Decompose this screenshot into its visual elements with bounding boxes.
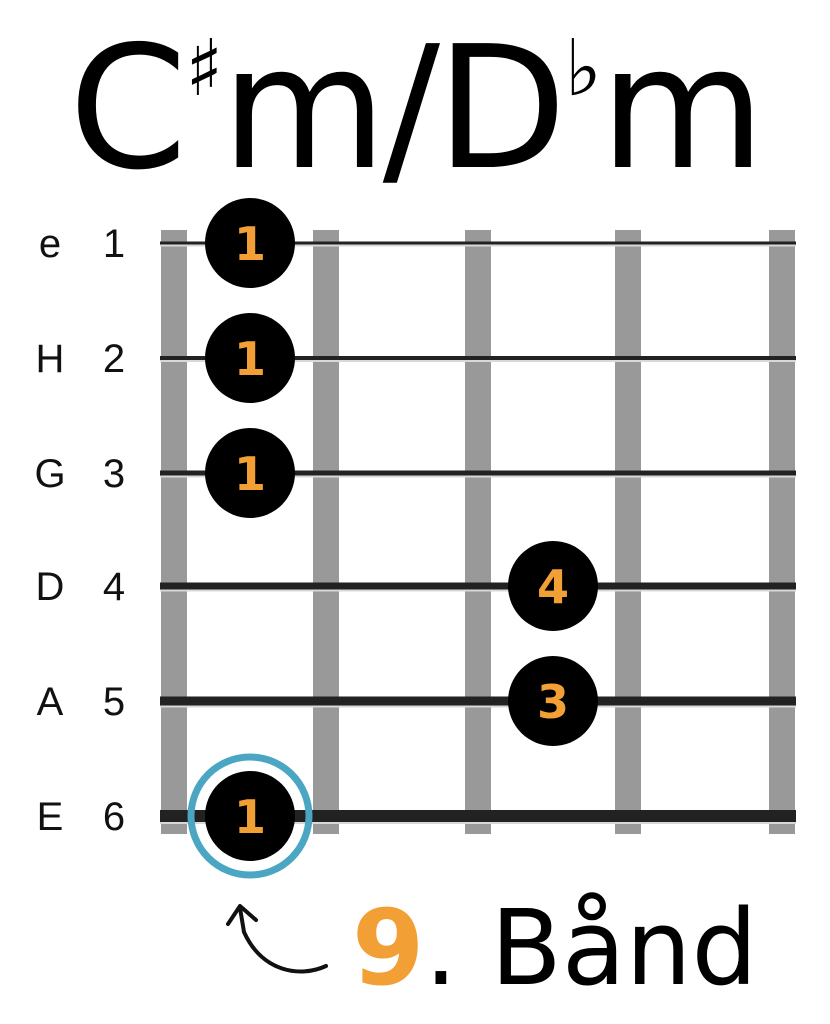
fret-4 <box>769 230 795 834</box>
string-number: 2 <box>103 337 125 381</box>
frets <box>161 230 795 834</box>
sharp-sign: ♯ <box>185 24 223 114</box>
string-shadow-5 <box>160 705 796 708</box>
finger-dot <box>205 428 295 518</box>
finger-dot <box>508 541 598 631</box>
arrow-head-icon <box>226 904 258 926</box>
finger-dot <box>508 656 598 746</box>
chord-separator: / <box>382 10 440 208</box>
string-letter: e <box>39 222 61 266</box>
string-number: 5 <box>103 680 125 724</box>
string-letter: D <box>36 565 65 609</box>
chord-root: C <box>68 10 188 208</box>
string-number: 1 <box>103 222 125 266</box>
string-number: 6 <box>103 795 125 839</box>
chord-alt: D <box>436 10 567 208</box>
string-shadow-4 <box>160 589 796 592</box>
string-letter: H <box>36 337 65 381</box>
fret-number: 9 <box>352 887 425 1009</box>
finger-dot <box>205 313 295 403</box>
string-letter: E <box>37 795 64 839</box>
finger-number: 1 <box>234 447 266 501</box>
finger-dots: 1 1 1 4 3 1 <box>187 198 598 879</box>
fret-caption: 9. Bånd <box>352 888 758 1008</box>
string-line-4 <box>160 582 796 590</box>
finger-number: 1 <box>234 217 266 271</box>
nut <box>161 230 187 834</box>
fret-3 <box>615 230 641 834</box>
string-lines <box>160 241 796 824</box>
finger-dot <box>205 198 295 288</box>
chord-root-quality: m <box>221 10 387 208</box>
string-number: 4 <box>103 565 125 609</box>
chord-title: C♯m/D♭m <box>0 14 830 236</box>
string-shadow-2 <box>160 360 796 362</box>
string-line-2 <box>160 356 796 360</box>
fret-suffix: . Bånd <box>424 887 758 1009</box>
string-letter: A <box>37 680 64 724</box>
string-line-6 <box>160 810 796 822</box>
fret-2 <box>465 230 491 834</box>
finger-number: 3 <box>537 675 569 729</box>
fret-1 <box>313 230 339 834</box>
finger-number: 4 <box>537 560 569 614</box>
curved-arrow-icon <box>238 906 328 974</box>
finger-number: 1 <box>234 790 266 844</box>
string-number: 3 <box>103 452 125 496</box>
finger-dot <box>205 771 295 861</box>
root-ring <box>187 753 313 879</box>
string-line-1 <box>160 241 796 245</box>
string-line-5 <box>160 696 796 706</box>
string-shadow-6 <box>160 822 796 824</box>
string-shadow-3 <box>160 475 796 478</box>
finger-number: 1 <box>234 332 266 386</box>
string-letter: G <box>34 452 65 496</box>
string-shadow-1 <box>160 244 796 247</box>
flat-sign: ♭ <box>564 24 602 114</box>
string-line-3 <box>160 470 796 476</box>
chord-alt-quality: m <box>599 10 766 208</box>
